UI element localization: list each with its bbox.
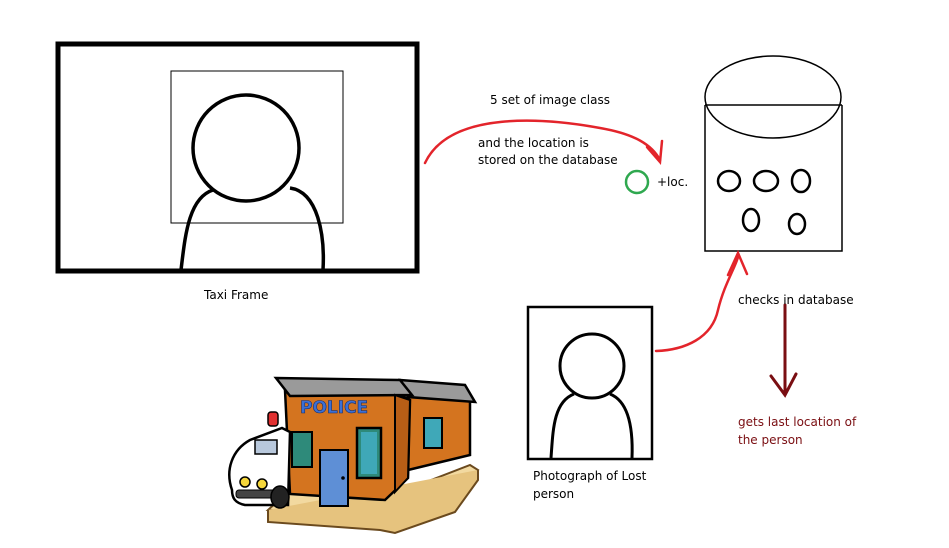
arrow-taxi-to-database xyxy=(423,119,664,166)
police-station-illustration: POLICE xyxy=(228,376,480,535)
taxi-frame-border xyxy=(55,41,420,274)
image-class-label: 5 set of image class xyxy=(490,93,610,107)
taxi-frame xyxy=(55,41,420,274)
person-silhouette-photo xyxy=(549,332,634,459)
photo-caption-line2: person xyxy=(533,487,575,501)
result-label-line1: gets last location of xyxy=(738,415,857,429)
checks-in-database-label: checks in database xyxy=(738,293,854,307)
police-sign: POLICE xyxy=(300,398,368,418)
location-stored-line1: and the location is xyxy=(478,136,589,150)
police-car xyxy=(228,411,292,509)
station-door xyxy=(319,449,349,507)
database-records xyxy=(716,168,812,236)
arrow-photo-to-database xyxy=(654,249,749,353)
location-stored-line2: stored on the database xyxy=(478,153,618,167)
database-cylinder xyxy=(704,55,843,252)
result-label-line2: the person xyxy=(738,433,803,447)
lost-person-photograph xyxy=(526,305,654,461)
location-marker-label: +loc. xyxy=(657,175,689,189)
image-class-marker xyxy=(624,169,650,195)
person-silhouette-taxi xyxy=(179,93,326,271)
taxi-frame-caption: Taxi Frame xyxy=(204,288,269,302)
arrow-database-to-result xyxy=(769,303,798,398)
photo-caption-line1: Photograph of Lost xyxy=(533,469,647,483)
